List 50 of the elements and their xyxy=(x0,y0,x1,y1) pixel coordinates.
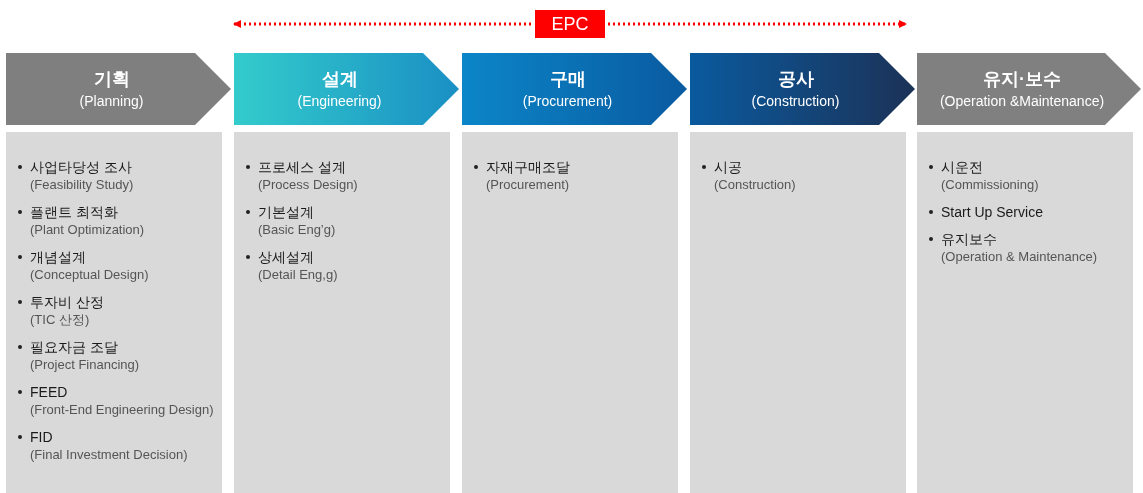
step-subtitle: (Procurement) xyxy=(522,92,613,111)
task-title: 기본설계 xyxy=(258,203,315,221)
step-title: 기획 xyxy=(93,68,130,91)
chevron-step xyxy=(462,53,687,125)
task-panel xyxy=(6,132,222,493)
chevron-step xyxy=(234,53,459,125)
chevron-step xyxy=(690,53,915,125)
task-title: FID xyxy=(30,428,54,446)
task-subtitle: (Conceptual Design) xyxy=(30,266,149,284)
chevron-step xyxy=(917,53,1141,125)
task-subtitle: (Feasibility Study) xyxy=(30,176,134,194)
task-subtitle: (Basic Eng’g) xyxy=(258,221,336,239)
epc-tag: EPC xyxy=(535,10,605,38)
task-panel xyxy=(690,132,906,493)
task-subtitle: (Final Investment Decision) xyxy=(30,446,188,464)
task-subtitle: (Commissioning) xyxy=(941,176,1039,194)
task-title: 상세설계 xyxy=(258,248,315,266)
task-title: FEED xyxy=(30,383,69,401)
task-title: 프로세스 설계 xyxy=(258,158,347,176)
task-title: 투자비 산정 xyxy=(30,293,104,311)
step-title: 구매 xyxy=(549,68,586,91)
step-title: 설계 xyxy=(321,68,358,91)
task-subtitle: (Detail Eng,g) xyxy=(258,266,338,284)
task-subtitle: (Construction) xyxy=(714,176,796,194)
task-title: 자재구매조달 xyxy=(486,158,570,176)
chevron-step xyxy=(6,53,231,125)
task-subtitle: (Procurement) xyxy=(486,176,570,194)
task-title: 시운전 xyxy=(941,158,984,176)
task-subtitle: (Front-End Engineering Design) xyxy=(30,401,214,419)
task-title: 개념설계 xyxy=(30,248,87,266)
step-subtitle: (Operation &Maintenance) xyxy=(939,92,1105,111)
task-panel xyxy=(917,132,1133,493)
task-title: 플랜트 최적화 xyxy=(30,203,119,221)
task-panel xyxy=(234,132,450,493)
task-title: 필요자금 조달 xyxy=(30,338,119,356)
task-title: 시공 xyxy=(714,158,743,176)
task-panel xyxy=(462,132,678,493)
step-title: 유지·보수 xyxy=(983,68,1061,91)
task-subtitle: (Project Financing) xyxy=(30,356,140,374)
step-subtitle: (Engineering) xyxy=(297,92,382,111)
step-title: 공사 xyxy=(777,68,814,91)
task-title: Start Up Service xyxy=(941,203,1043,221)
task-title: 유지보수 xyxy=(941,230,998,248)
step-subtitle: (Construction) xyxy=(751,92,840,111)
step-subtitle: (Planning) xyxy=(79,92,144,111)
task-title: 사업타당성 조사 xyxy=(30,158,133,176)
task-subtitle: (TIC 산정) xyxy=(30,311,91,329)
task-subtitle: (Operation & Maintenance) xyxy=(941,248,1098,266)
task-subtitle: (Plant Optimization) xyxy=(30,221,145,239)
task-subtitle: (Process Design) xyxy=(258,176,358,194)
